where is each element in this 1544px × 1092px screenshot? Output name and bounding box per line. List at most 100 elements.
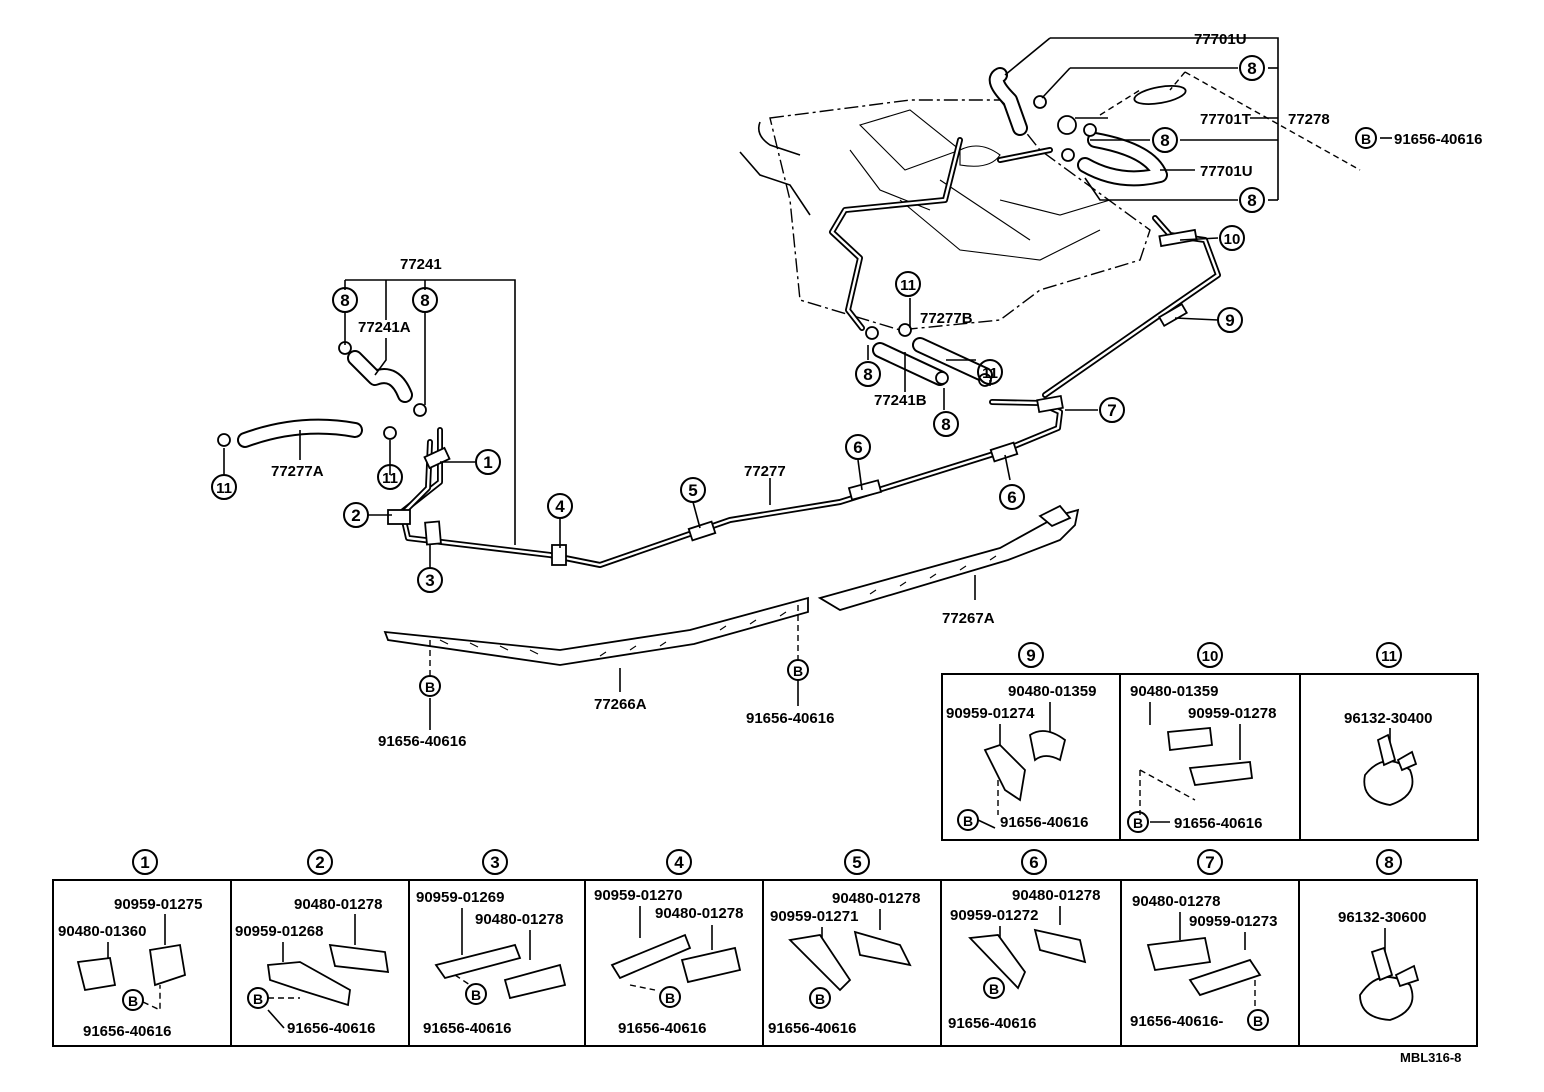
detail-box-9: 9 90480-01359 90959-01274 B 91656-40616 xyxy=(941,642,1121,841)
svg-text:96132-30600: 96132-30600 xyxy=(1338,909,1426,926)
svg-text:9: 9 xyxy=(1026,646,1035,665)
callout-11-left2: 11 xyxy=(377,464,403,490)
label-77267A: 77267A xyxy=(942,610,995,627)
svg-text:8: 8 xyxy=(1160,131,1169,150)
callout-8-tank1: 8 xyxy=(855,361,881,387)
svg-text:B: B xyxy=(471,987,481,1003)
label-77277: 77277 xyxy=(744,463,786,480)
label-77701T: 77701T xyxy=(1200,111,1251,128)
detail-box-10: 10 90480-01359 90959-01278 B 91656-40616 xyxy=(1119,642,1301,841)
svg-text:90480-01278: 90480-01278 xyxy=(1132,893,1220,910)
svg-text:91656-40616-: 91656-40616- xyxy=(1130,1013,1223,1030)
svg-text:91656-40616: 91656-40616 xyxy=(768,1020,856,1037)
svg-text:B: B xyxy=(1133,815,1143,831)
svg-text:90959-01272: 90959-01272 xyxy=(950,907,1038,924)
detail-box-4: 4 90959-01270 90480-01278 B 91656-40616 xyxy=(584,849,764,1047)
detail-box-11: 11 96132-30400 xyxy=(1299,642,1479,841)
svg-text:8: 8 xyxy=(1247,59,1256,78)
svg-text:90959-01275: 90959-01275 xyxy=(114,896,202,913)
detail-box-1: 1 90959-01275 90480-01360 B 91656-40616 xyxy=(52,849,232,1047)
fuel-tank-outline xyxy=(739,99,1151,331)
callout-4: 4 xyxy=(547,493,573,519)
callout-8-top3: 8 xyxy=(1239,187,1265,213)
leader-lines xyxy=(223,37,1392,730)
svg-text:B: B xyxy=(963,813,973,829)
svg-text:8: 8 xyxy=(420,291,429,310)
svg-text:91656-40616: 91656-40616 xyxy=(287,1020,375,1037)
callout-b-left: B xyxy=(419,675,441,697)
svg-text:90480-01278: 90480-01278 xyxy=(655,905,743,922)
svg-text:B: B xyxy=(128,993,138,1009)
callout-1: 1 xyxy=(475,449,501,475)
detail-box-7: 7 90480-01278 90959-01273 91656-40616- B xyxy=(1120,849,1300,1047)
svg-text:90480-01278: 90480-01278 xyxy=(294,896,382,913)
svg-text:6: 6 xyxy=(1029,853,1038,872)
svg-text:6: 6 xyxy=(1007,488,1016,507)
label-77278: 77278 xyxy=(1288,111,1330,128)
svg-text:6: 6 xyxy=(853,438,862,457)
svg-text:90959-01274: 90959-01274 xyxy=(946,705,1035,722)
label-77277A: 77277A xyxy=(271,463,324,480)
svg-text:90959-01268: 90959-01268 xyxy=(235,923,323,940)
detail-box-5: 5 90480-01278 90959-01271 B 91656-40616 xyxy=(762,849,942,1047)
hose-clips xyxy=(217,85,1187,447)
svg-text:B: B xyxy=(815,991,825,1007)
svg-text:10: 10 xyxy=(1202,648,1219,665)
svg-text:11: 11 xyxy=(982,365,998,382)
part-labels-main: 77701U 77701T 77278 77701U 91656-40616 7… xyxy=(271,31,1482,750)
svg-text:91656-40616: 91656-40616 xyxy=(423,1020,511,1037)
svg-text:4: 4 xyxy=(674,853,684,872)
callout-6a: 6 xyxy=(845,434,871,460)
svg-text:2: 2 xyxy=(351,506,360,525)
label-77701U-a: 77701U xyxy=(1194,31,1247,48)
svg-text:91656-40616: 91656-40616 xyxy=(1000,814,1088,831)
svg-text:90959-01269: 90959-01269 xyxy=(416,889,504,906)
svg-text:B: B xyxy=(1361,131,1371,147)
callouts-main: 8 8 8 B 10 9 11 11 8 8 7 6 6 5 4 3 2 1 1… xyxy=(211,55,1377,697)
svg-text:90959-01273: 90959-01273 xyxy=(1189,913,1277,930)
svg-text:90480-01359: 90480-01359 xyxy=(1008,683,1096,700)
callout-11-left1: 11 xyxy=(211,474,237,500)
svg-text:B: B xyxy=(253,991,263,1007)
svg-text:8: 8 xyxy=(1384,853,1393,872)
svg-text:11: 11 xyxy=(216,480,232,497)
detail-box-3: 3 90959-01269 90480-01278 B 91656-40616 xyxy=(408,849,586,1047)
label-77241A: 77241A xyxy=(358,319,411,336)
svg-text:90480-01278: 90480-01278 xyxy=(1012,887,1100,904)
svg-text:9: 9 xyxy=(1225,311,1234,330)
svg-text:8: 8 xyxy=(1247,191,1256,210)
diagram-code: MBL316-8 xyxy=(1400,1050,1461,1065)
callout-8-top1: 8 xyxy=(1239,55,1265,81)
label-77701U-b: 77701U xyxy=(1200,163,1253,180)
svg-text:11: 11 xyxy=(382,470,398,487)
callout-8-left1: 8 xyxy=(332,287,358,313)
svg-text:90480-01359: 90480-01359 xyxy=(1130,683,1218,700)
svg-text:7: 7 xyxy=(1107,401,1116,420)
svg-text:8: 8 xyxy=(863,365,872,384)
svg-text:3: 3 xyxy=(490,853,499,872)
svg-text:90959-01270: 90959-01270 xyxy=(594,887,682,904)
label-77277B: 77277B xyxy=(920,310,973,327)
pipe-clamps xyxy=(387,228,1198,566)
svg-text:96132-30400: 96132-30400 xyxy=(1344,710,1432,727)
lower-rail-parts xyxy=(383,504,1080,666)
detail-box-8: 8 96132-30600 xyxy=(1298,849,1478,1047)
svg-text:90959-01271: 90959-01271 xyxy=(770,908,858,925)
svg-text:91656-40616: 91656-40616 xyxy=(1174,815,1262,832)
svg-text:8: 8 xyxy=(340,291,349,310)
svg-text:B: B xyxy=(425,679,435,695)
svg-text:91656-40616: 91656-40616 xyxy=(948,1015,1036,1032)
dashed-lines xyxy=(429,71,1361,676)
tank-pipes xyxy=(829,137,1221,398)
svg-text:11: 11 xyxy=(1381,648,1397,665)
callout-8-top2: 8 xyxy=(1152,127,1178,153)
svg-text:3: 3 xyxy=(425,571,434,590)
svg-text:90480-01360: 90480-01360 xyxy=(58,923,146,940)
callout-11-tank1: 11 xyxy=(895,271,921,297)
svg-text:11: 11 xyxy=(900,277,916,294)
svg-text:7: 7 xyxy=(1205,853,1214,872)
callout-11-tank2: 11 xyxy=(977,359,1003,385)
svg-text:1: 1 xyxy=(140,853,149,872)
main-fuel-pipe xyxy=(393,399,1063,568)
